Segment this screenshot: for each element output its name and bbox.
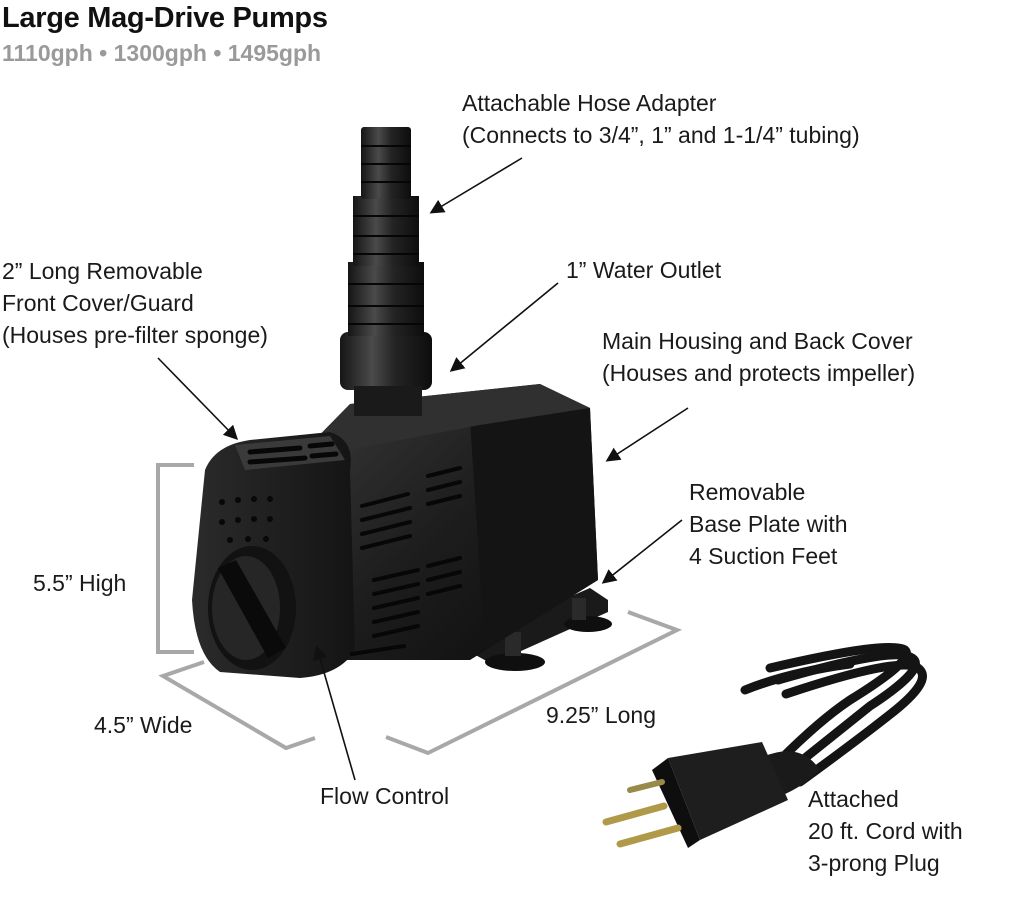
base-plate-label: Removable Base Plate with 4 Suction Feet [689,476,848,572]
power-cord [740,642,927,800]
water-outlet-label: 1” Water Outlet [566,254,721,286]
front-cover-arrow [157,357,239,441]
model-flow-rates: 1110gph • 1300gph • 1495gph [2,40,322,66]
base-plate-label-line1: Removable [689,479,806,505]
hose-adapter-label: Attachable Hose Adapter (Connects to 3/4… [462,87,860,151]
width-dimension-line [158,660,316,751]
flow-control-label: Flow Control [320,780,449,812]
suction-foot [485,653,545,671]
cord-label-line3: 3-prong Plug [808,850,940,876]
hose-adapter-label-line1: Attachable Hose Adapter [462,90,717,116]
main-housing-label-line1: Main Housing and Back Cover [602,328,913,354]
hose-adapter-arrow [429,157,523,214]
hose-adapter [340,127,432,416]
dimension-lines [156,463,683,756]
cord-label-line2: 20 ft. Cord with [808,818,963,844]
front-cover-label-line2: Front Cover/Guard [2,290,194,316]
height-dimension-label: 5.5” High [33,570,127,596]
outlet-collar [340,332,432,390]
width-dimension-label: 4.5” Wide [94,712,193,738]
front-cover-label: 2” Long Removable Front Cover/Guard (Hou… [2,255,268,351]
suction-foot [564,616,612,632]
length-dimension-line [385,610,683,756]
water-outlet-arrow [449,282,559,372]
flow-control-label-line1: Flow Control [320,783,450,809]
main-housing-label-line2: (Houses and protects impeller) [602,360,916,386]
main-housing-arrow [605,407,689,462]
base-plate-label-line2: Base Plate with [689,511,848,537]
base-plate [470,588,612,671]
flow-control-knob [208,546,296,670]
hose-adapter-label-line2: (Connects to 3/4”, 1” and 1-1/4” tubing) [462,122,860,148]
length-dimension-label: 9.25” Long [546,702,656,728]
main-housing-label: Main Housing and Back Cover (Houses and … [602,325,915,389]
callout-arrows [157,157,689,781]
flow-control-arrow [313,645,356,781]
base-plate-arrow [601,519,683,584]
page-title: Large Mag-Drive Pumps [2,2,328,34]
water-outlet-label-line1: 1” Water Outlet [566,257,722,283]
cord-label: Attached 20 ft. Cord with 3-prong Plug [808,783,963,879]
front-cover-label-line1: 2” Long Removable [2,258,203,284]
height-dimension-line [156,463,194,654]
front-cover-label-line3: (Houses pre-filter sponge) [2,322,268,348]
base-plate-label-line3: 4 Suction Feet [689,543,838,569]
cord-label-line1: Attached [808,786,899,812]
three-prong-plug [602,742,788,848]
